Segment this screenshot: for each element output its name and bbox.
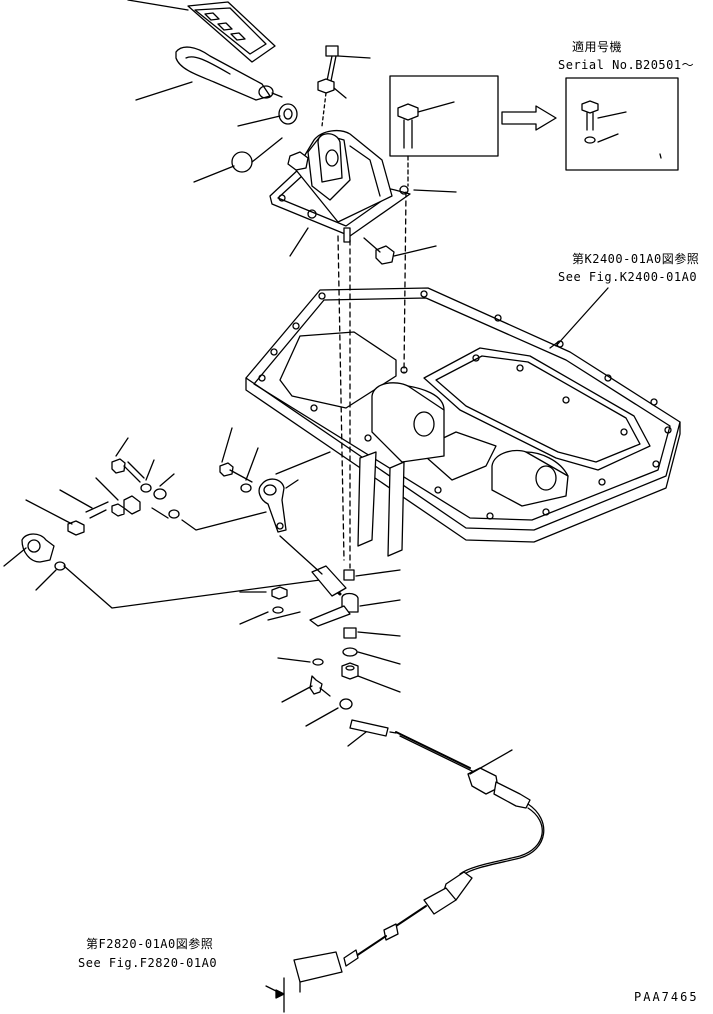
control-cable: [265, 731, 545, 1013]
reference-f2820-en: See Fig.F2820-01A0: [78, 956, 218, 970]
drawing-number: PAA7465: [634, 990, 699, 1004]
lower-linkage: [239, 569, 401, 747]
inset-serial-number: Serial No.B20501～: [558, 58, 695, 72]
inset-title: 適用号機: [572, 40, 623, 54]
reference-k2400-en: See Fig.K2400-01A0: [558, 270, 698, 284]
reference-f2820-jp: 第F2820-01A0図参照: [86, 937, 214, 951]
pedal-pad: [127, 0, 276, 63]
pedal-bracket: [269, 129, 457, 265]
linkage-parts: [3, 427, 347, 609]
floor-plate: [245, 191, 681, 569]
top-bolt: [317, 45, 371, 127]
inset-new-bolt: [565, 77, 679, 171]
pedal-lever: [135, 46, 283, 101]
pedal-bushing: [193, 103, 298, 183]
inset-old-bolt: [389, 75, 557, 187]
reference-k2400-jp: 第K2400-01A0図参照: [572, 252, 700, 266]
